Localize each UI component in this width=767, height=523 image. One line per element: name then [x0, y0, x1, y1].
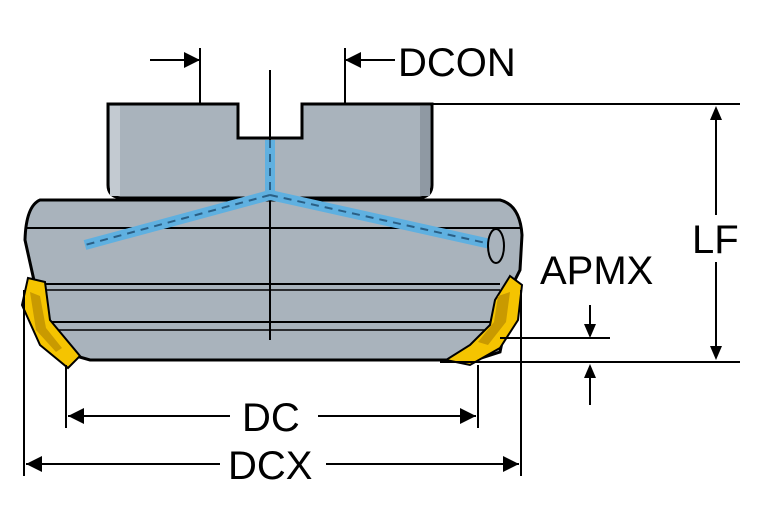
coolant-outlet — [487, 228, 505, 264]
apmx-label: APMX — [540, 249, 653, 293]
dc-label: DC — [242, 396, 300, 440]
coolant-channels — [83, 140, 505, 264]
apmx-dimension: APMX — [500, 249, 653, 405]
dcon-label: DCON — [398, 41, 516, 85]
lf-label: LF — [692, 218, 739, 262]
dcx-dimension: DCX — [23, 290, 522, 488]
dcon-dimension: DCON — [150, 41, 516, 104]
dcx-label: DCX — [228, 444, 312, 488]
cutter-main-body — [23, 198, 524, 362]
dc-dimension: DC — [65, 365, 479, 440]
lf-dimension: LF — [432, 103, 740, 363]
